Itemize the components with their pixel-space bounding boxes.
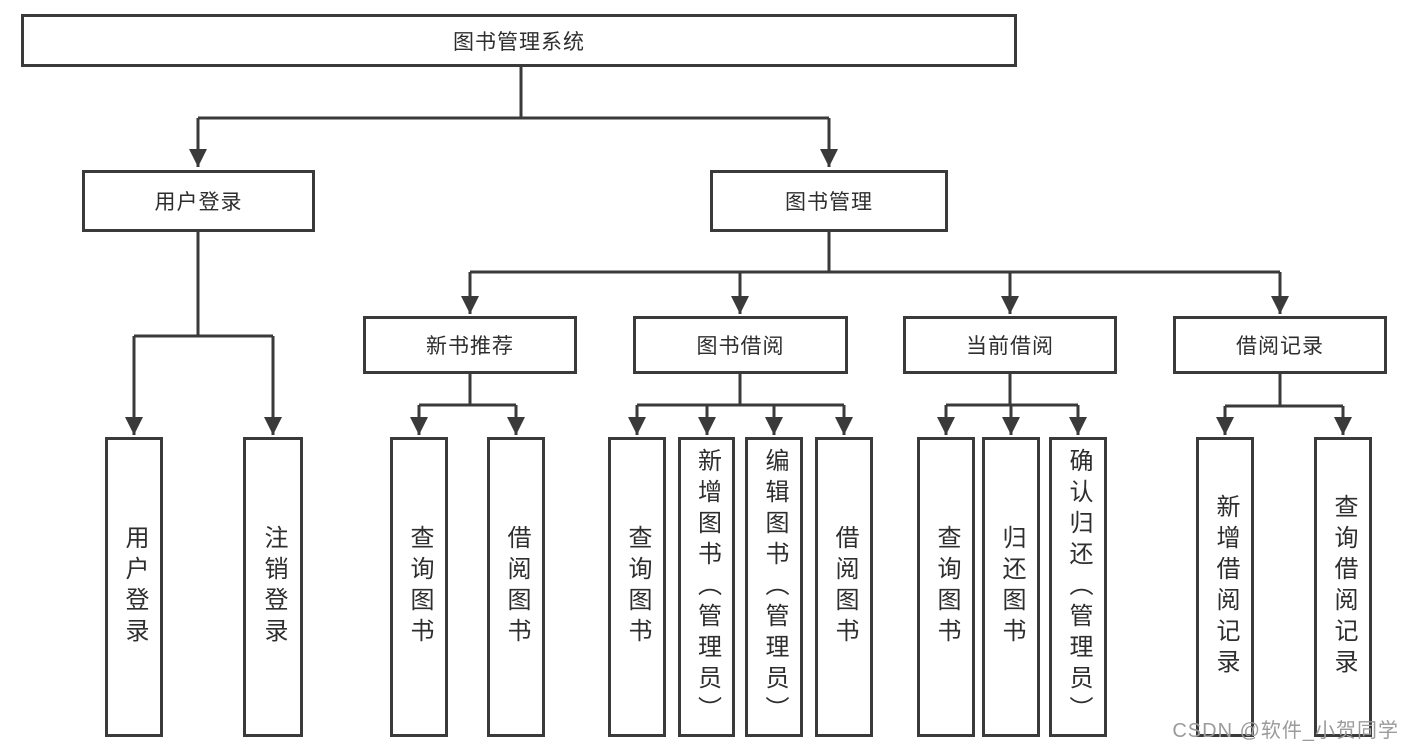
leaf-confirm-return-admin: 确认归还（管理员） (1049, 437, 1107, 737)
connector-root-to-level2 (189, 67, 838, 167)
leaf-edit-book-admin: 编辑图书（管理员） (745, 437, 803, 737)
node-current-borrowing: 当前借阅 (903, 316, 1117, 374)
node-user-login: 用户登录 (82, 170, 315, 232)
node-root: 图书管理系统 (21, 14, 1017, 67)
leaf-borrow-books-recommend: 借阅图书 (487, 437, 545, 737)
leaf-user-login: 用户登录 (105, 437, 163, 737)
leaf-query-borrow-record: 查询借阅记录 (1314, 437, 1372, 737)
leaf-return-book: 归还图书 (982, 437, 1040, 737)
csdn-watermark: CSDN @软件_小贺同学 (1172, 720, 1399, 742)
connector-user-login-to-leaves (125, 232, 282, 435)
connector-borrowing-records-to-leaves (1216, 374, 1352, 435)
node-borrowing-records: 借阅记录 (1173, 316, 1387, 374)
leaf-query-books-borrowing: 查询图书 (608, 437, 666, 737)
node-book-borrowing: 图书借阅 (633, 316, 848, 374)
leaf-query-books-current: 查询图书 (917, 437, 975, 737)
leaf-add-book-admin: 新增图书（管理员） (678, 437, 735, 737)
leaf-label: 归还图书 (998, 525, 1025, 649)
connector-current-borrowing-to-leaves (937, 374, 1087, 435)
connector-book-management-to-level3 (461, 232, 1289, 314)
leaf-label: 新增借阅记录 (1212, 494, 1239, 680)
leaf-label: 借阅图书 (831, 525, 858, 649)
leaf-borrow-books-borrowing: 借阅图书 (815, 437, 873, 737)
connector-book-borrowing-to-leaves (628, 374, 853, 435)
leaf-label: 查询图书 (933, 525, 960, 649)
leaf-add-borrow-record: 新增借阅记录 (1196, 437, 1254, 737)
node-new-book-recommend: 新书推荐 (363, 316, 577, 374)
leaf-label: 编辑图书（管理员） (761, 447, 788, 727)
leaf-label: 查询图书 (406, 525, 433, 649)
leaf-label: 确认归还（管理员） (1065, 447, 1092, 727)
leaf-label: 查询借阅记录 (1330, 494, 1357, 680)
leaf-label: 借阅图书 (503, 525, 530, 649)
leaf-label: 注销登录 (260, 525, 287, 649)
leaf-logout: 注销登录 (243, 437, 303, 737)
leaf-label: 用户登录 (121, 525, 148, 649)
leaf-label: 查询图书 (624, 525, 651, 649)
node-book-management: 图书管理 (710, 170, 948, 232)
connector-new-book-recommend-to-leaves (410, 374, 525, 435)
leaf-query-books-recommend: 查询图书 (390, 437, 448, 737)
leaf-label: 新增图书（管理员） (693, 447, 721, 727)
